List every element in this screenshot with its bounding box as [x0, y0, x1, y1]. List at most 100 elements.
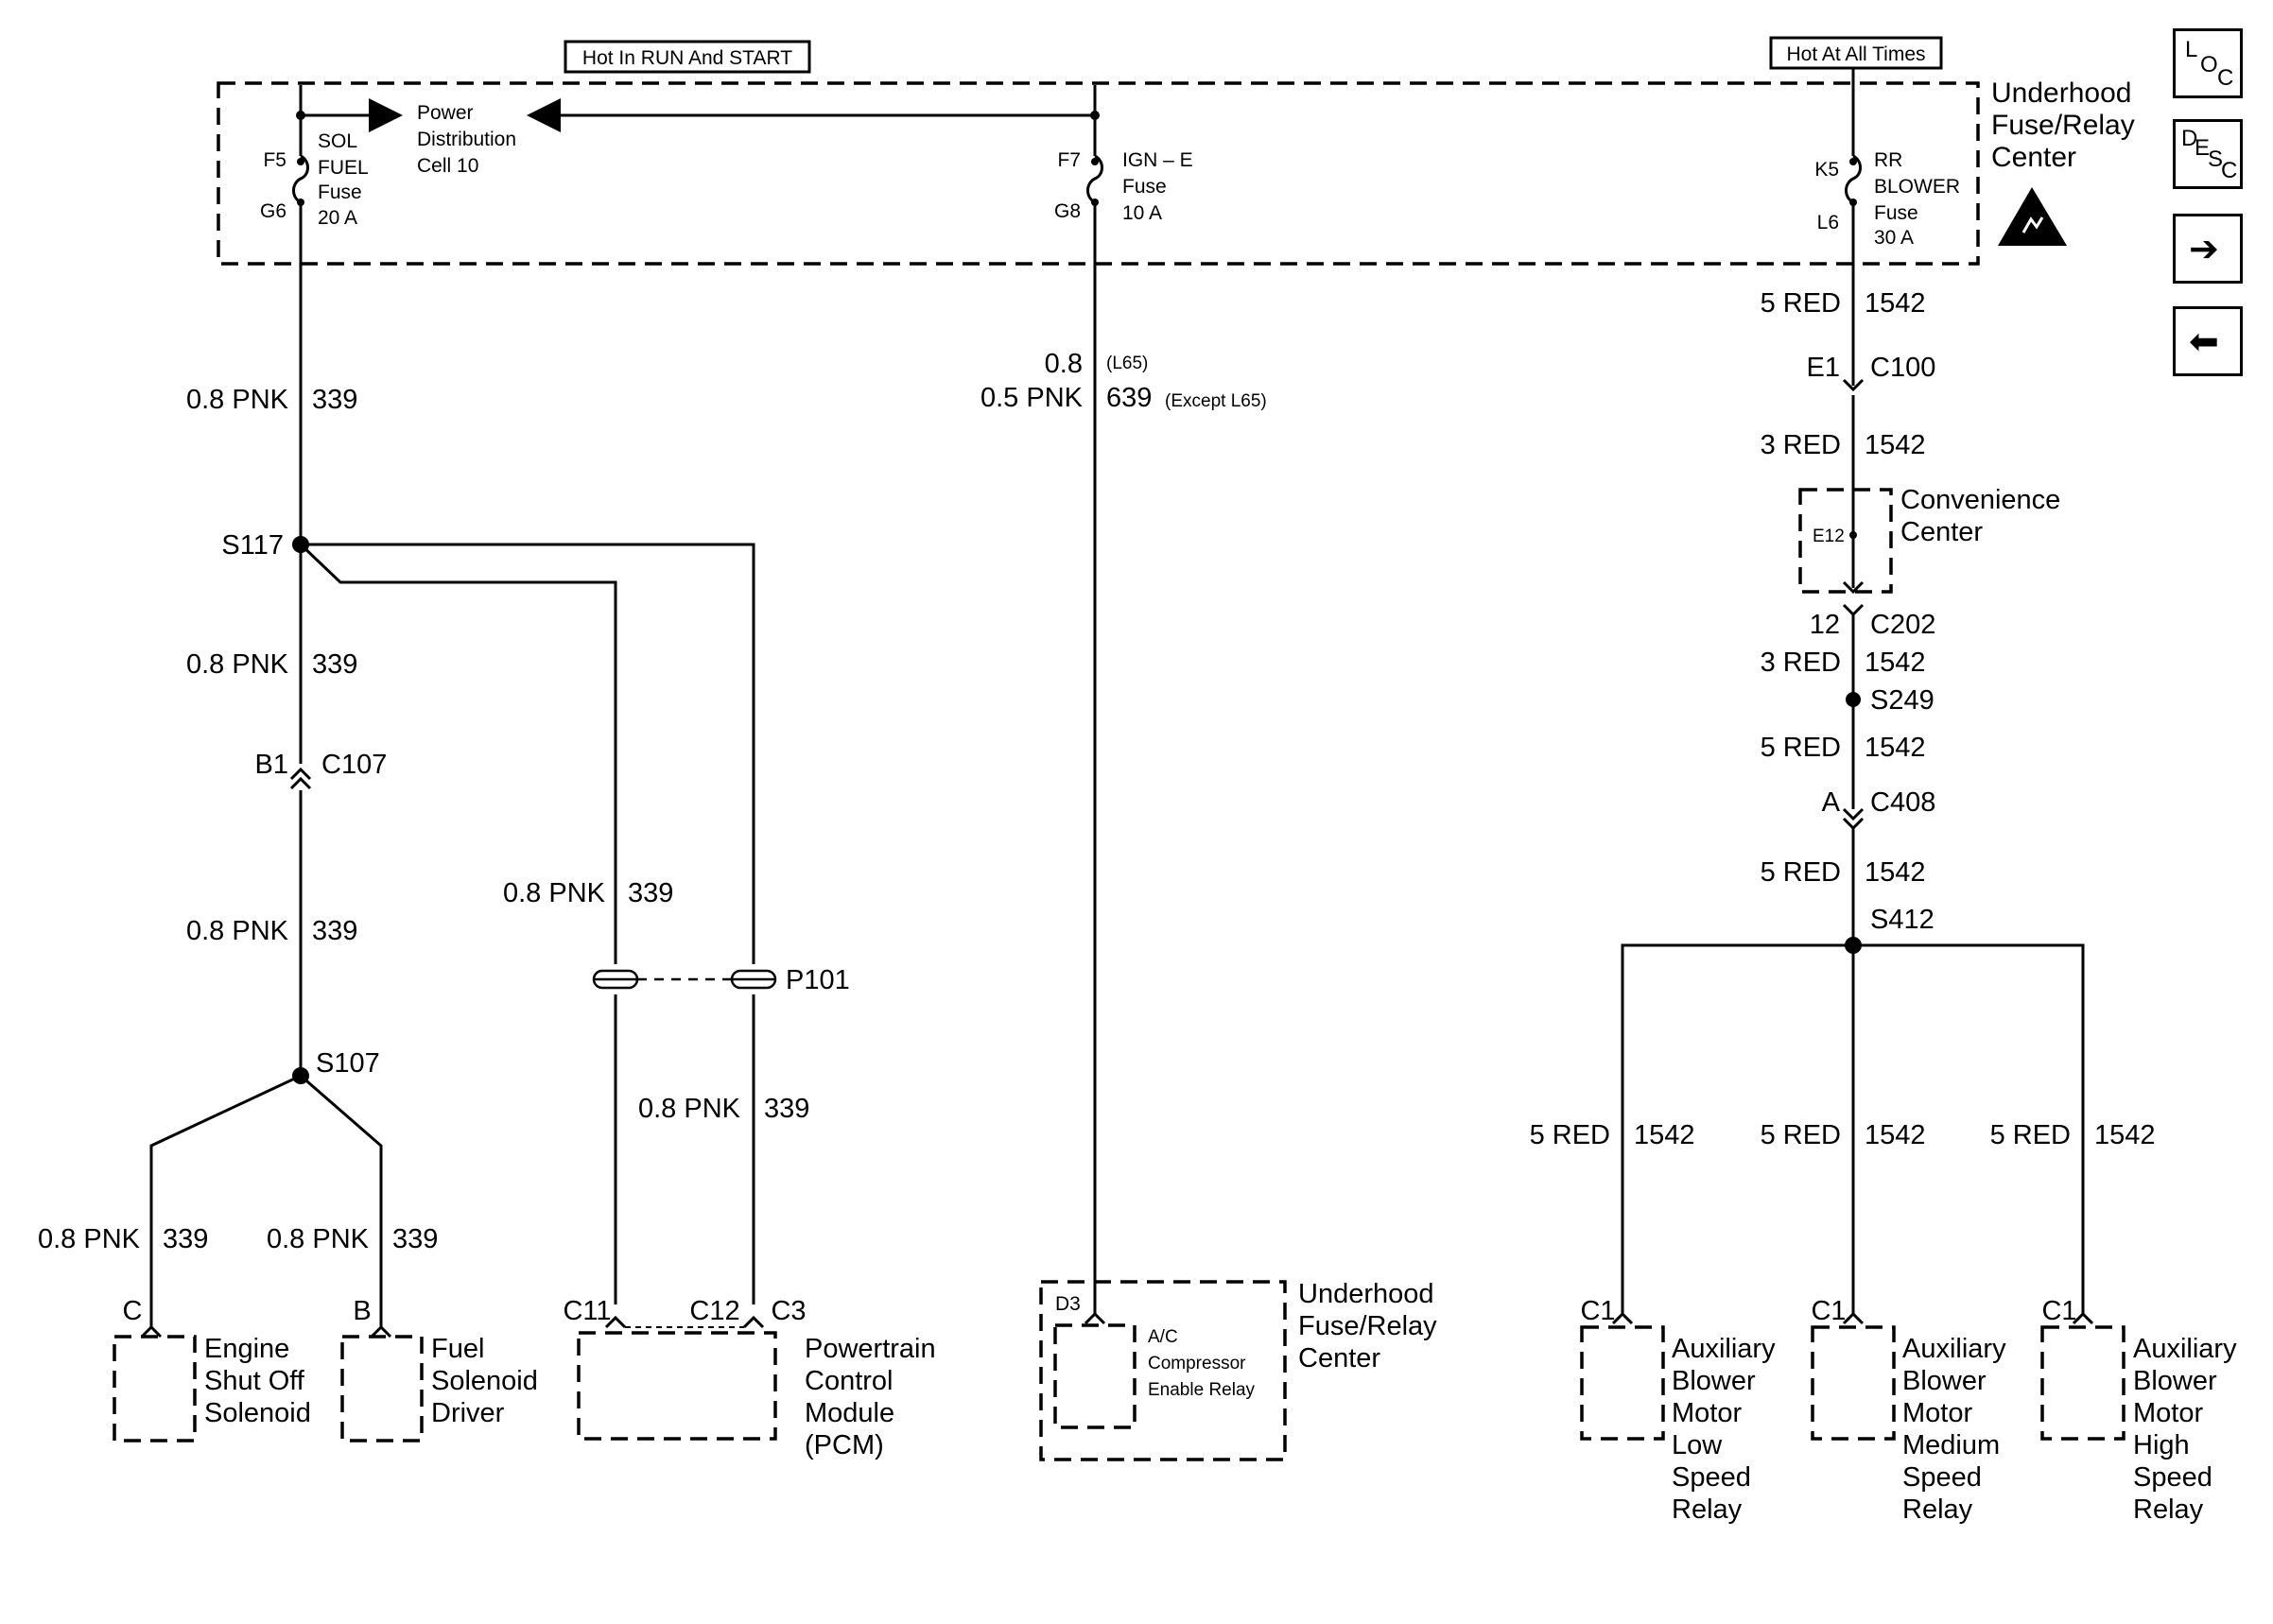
w1542-4-color: 5 RED — [1761, 733, 1841, 763]
low-speed-relay-box — [1580, 1325, 1665, 1441]
splice-s117-label: S117 — [221, 530, 284, 561]
previous-page-button[interactable]: ⬅ — [2173, 306, 2243, 376]
fuse-f7-label-1: IGN – E — [1122, 149, 1193, 171]
fuse-k5-label-2: BLOWER — [1874, 176, 1960, 198]
w339-fuel-circuit: 339 — [392, 1224, 438, 1254]
high-label-2: Blower — [2133, 1366, 2217, 1396]
w1542-4-circuit: 1542 — [1865, 733, 1926, 763]
esd-warning-icon — [1998, 187, 2067, 246]
fuse-f7-label-3: 10 A — [1122, 202, 1162, 224]
engine-label-1: Engine — [204, 1334, 289, 1364]
fuel-label-3: Driver — [431, 1398, 505, 1428]
med-label-1: Auxiliary — [1902, 1334, 2006, 1364]
pcm-label-1: Powertrain — [805, 1334, 936, 1364]
fuse-f5-pin-bottom: G6 — [260, 200, 286, 222]
p101-label: P101 — [786, 965, 850, 995]
w1542-med-color: 5 RED — [1761, 1120, 1841, 1150]
med-label-4: Medium — [1902, 1430, 2000, 1460]
splice-s249 — [1846, 692, 1861, 707]
connector-c107 — [289, 767, 312, 790]
low-label-1: Auxiliary — [1672, 1334, 1776, 1364]
loc-letter-c: C — [2217, 65, 2234, 91]
low-label-2: Blower — [1672, 1366, 1756, 1396]
w339-low-circuit: 339 — [312, 916, 357, 946]
desc-letter-e: E — [2195, 135, 2211, 161]
c107-name: C107 — [321, 750, 387, 780]
high-label-1: Auxiliary — [2133, 1334, 2237, 1364]
power-distribution-label-1: Power — [417, 102, 474, 124]
splice-s249-label: S249 — [1870, 685, 1935, 716]
pcm-pin-c3: C3 — [771, 1296, 806, 1326]
w1542-low-color: 5 RED — [1530, 1120, 1610, 1150]
convenience-pin: E12 — [1813, 527, 1845, 546]
fuse-k5-label-1: RR — [1874, 149, 1902, 171]
low-label-4: Low — [1672, 1430, 1723, 1460]
fuel-label-1: Fuel — [431, 1334, 484, 1364]
w339-mid-circuit: 339 — [312, 649, 357, 680]
w1542-high-color: 5 RED — [1990, 1120, 2071, 1150]
splice-s412-label: S412 — [1870, 905, 1935, 935]
w1542-5-circuit: 1542 — [1865, 857, 1926, 888]
engine-label-2: Shut Off — [204, 1366, 305, 1396]
low-label-5: Speed — [1672, 1462, 1751, 1493]
med-label-6: Relay — [1902, 1494, 1973, 1525]
previous-arrow-icon: ⬅ — [2189, 322, 2219, 362]
w339-pcm-low-color: 0.8 PNK — [638, 1094, 741, 1124]
underhood-bottom-label-3: Center — [1298, 1343, 1380, 1373]
low-label-6: Relay — [1672, 1494, 1743, 1525]
c107-pin: B1 — [255, 750, 288, 780]
hot-run-start-header: Hot In RUN And START — [582, 47, 792, 69]
convenience-label-2: Center — [1900, 517, 1983, 547]
med-label-3: Motor — [1902, 1398, 1972, 1428]
w1542-high-circuit: 1542 — [2094, 1120, 2156, 1150]
hot-all-times-header: Hot At All Times — [1786, 43, 1925, 65]
connector-p101 — [592, 969, 777, 990]
underhood-bottom-label-1: Underhood — [1298, 1279, 1434, 1309]
w1542-2-color: 3 RED — [1761, 430, 1841, 460]
engine-label-3: Solenoid — [204, 1398, 311, 1428]
w1542-3-circuit: 1542 — [1865, 648, 1926, 678]
hot-all-times-header-box — [1769, 36, 1943, 70]
loc-letter-l: L — [2185, 37, 2198, 62]
fuse-k5-label-3: Fuse — [1874, 202, 1918, 224]
underhood-fuse-box-outline — [217, 81, 1980, 266]
pcm-box — [577, 1331, 777, 1441]
w339-low-color: 0.8 PNK — [186, 916, 289, 946]
ac-relay-label-2: Compressor — [1148, 1354, 1246, 1373]
desc-letter-c: C — [2221, 158, 2238, 183]
med-relay-pin: C1 — [1811, 1296, 1846, 1326]
pcm-pin-c11: C11 — [563, 1296, 611, 1326]
underhood-bottom-label-2: Fuse/Relay — [1298, 1311, 1437, 1341]
pcm-pin-c12: C12 — [689, 1296, 739, 1326]
desc-letter-d: D — [2181, 126, 2198, 151]
c100-pin: E1 — [1807, 353, 1840, 383]
high-label-5: Speed — [2133, 1462, 2212, 1493]
engine-pin: C — [123, 1296, 143, 1326]
next-page-button[interactable]: ➔ — [2173, 214, 2243, 284]
pcm-label-4: (PCM) — [805, 1430, 884, 1460]
desc-letter-s: S — [2208, 147, 2224, 172]
hot-run-start-header-box — [564, 40, 811, 74]
high-label-3: Motor — [2133, 1398, 2203, 1428]
location-button[interactable]: L O C — [2173, 28, 2243, 98]
fuse-f5-label-4: 20 A — [318, 207, 357, 229]
fuse-f5-label-1: SOL — [318, 130, 357, 152]
fuse-f7-label-2: Fuse — [1122, 176, 1167, 198]
low-relay-pin: C1 — [1580, 1296, 1615, 1326]
high-label-4: High — [2133, 1430, 2190, 1460]
ac-relay-label-3: Enable Relay — [1148, 1380, 1256, 1400]
c408-pin: A — [1822, 787, 1841, 818]
ac-relay-pin: D3 — [1055, 1293, 1081, 1315]
high-label-6: Relay — [2133, 1494, 2204, 1525]
fuse-f7-pin-top: F7 — [1057, 149, 1081, 171]
next-arrow-icon: ➔ — [2189, 230, 2219, 269]
fuel-pin: B — [353, 1296, 371, 1326]
w1542-1-circuit: 1542 — [1865, 288, 1926, 319]
w339-top-circuit: 339 — [312, 385, 357, 415]
med-label-2: Blower — [1902, 1366, 1987, 1396]
w339-mid-color: 0.8 PNK — [186, 649, 289, 680]
c408-name: C408 — [1870, 787, 1935, 818]
c100-name: C100 — [1870, 353, 1935, 383]
description-button[interactable]: D E S C — [2173, 119, 2243, 189]
